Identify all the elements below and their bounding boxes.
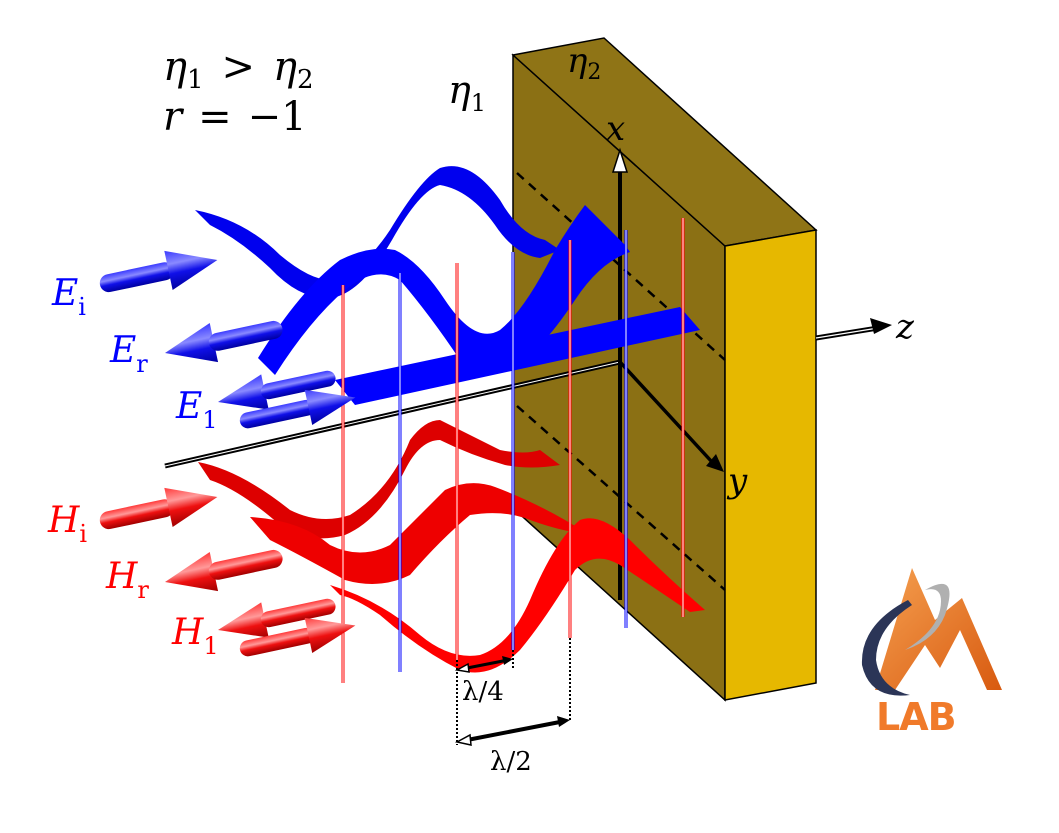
y-axis-label: y (726, 461, 748, 501)
h-reflected-arrow-icon (165, 549, 283, 592)
medium-1-label: η1 (448, 68, 486, 117)
h-standing-right-arrow-icon (239, 617, 356, 657)
h-reflected-label: Hr (105, 556, 149, 604)
e-standing-left-arrow-icon (218, 370, 336, 410)
wavelength-dimensions (454, 638, 571, 746)
logo-text: LAB (876, 695, 956, 739)
slab-front-face (724, 229, 817, 701)
h-standing-label: H1 (171, 612, 219, 660)
quarter-wavelength-label: λ/4 (462, 677, 504, 707)
reflection-coefficient: r=−1 (163, 94, 307, 140)
z-axis-arrowhead-icon (870, 318, 892, 334)
h-incident-arrow-icon (99, 487, 218, 530)
magnetic-field-labels: Hi Hr H1 (47, 500, 219, 660)
electric-field-waves (195, 166, 700, 405)
x-axis-label: x (606, 109, 625, 149)
x-axis-arrowhead-icon (611, 147, 629, 173)
medium-2-label: η2 (567, 41, 601, 85)
em-lab-logo: LAB (861, 568, 1002, 739)
e-incident-label: Ei (51, 273, 86, 321)
e-incident-arrow-icon (99, 250, 218, 293)
field-direction-arrows (99, 250, 356, 657)
e-reflected-label: Er (109, 330, 148, 378)
logo-crescent-icon (861, 600, 912, 696)
e-standing-label: E1 (175, 386, 218, 434)
h-standing-left-arrow-icon (218, 598, 336, 638)
node-antinode-markers (341, 218, 685, 683)
electric-field-labels: Ei Er E1 (51, 273, 218, 434)
e-reflected-arrow-icon (165, 320, 283, 363)
e-standing-right-arrow-icon (239, 389, 356, 429)
y-axis-arrowhead-icon (706, 454, 724, 472)
magnetic-field-waves (198, 420, 705, 673)
h-incident-label: Hi (47, 500, 87, 548)
logo-m-shape (875, 568, 1002, 690)
z-axis-label: z (895, 307, 915, 347)
condition-labels: η1>η2 r=−1 (163, 44, 314, 140)
impedance-inequality: η1>η2 (163, 44, 314, 95)
dielectric-slab (511, 37, 818, 702)
half-wavelength-label: λ/2 (490, 747, 532, 777)
